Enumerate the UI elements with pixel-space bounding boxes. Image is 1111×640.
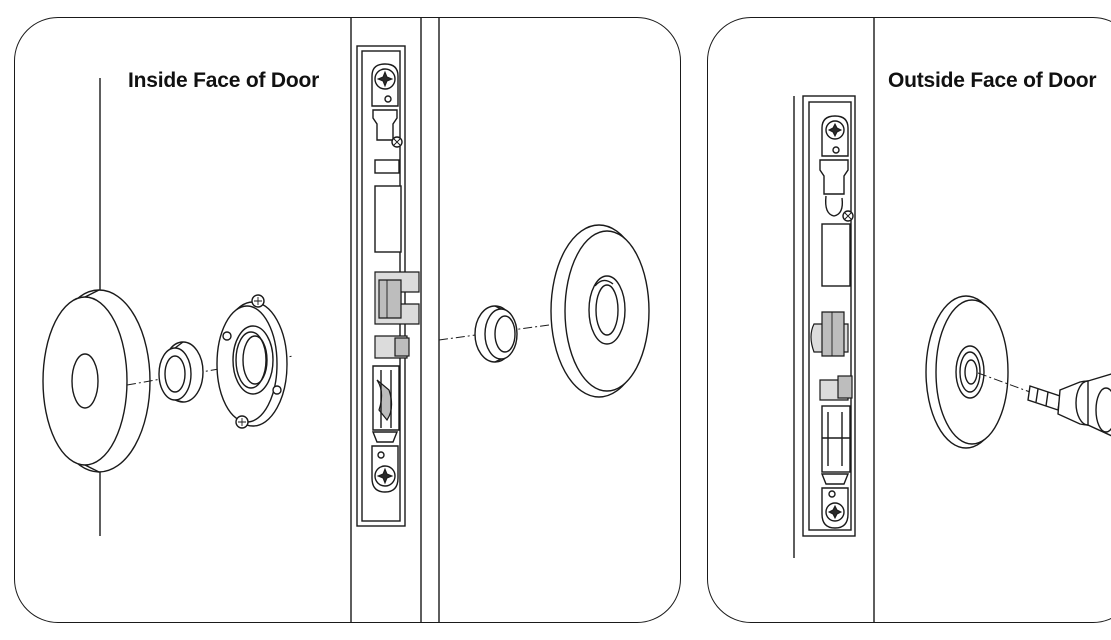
lock-faceplate-outside: [802, 95, 856, 537]
trim-ring-left: [42, 289, 151, 473]
bushing-right: [474, 305, 518, 363]
outside-face-panel: Outside Face of Door: [707, 17, 1111, 623]
spanner-tool: [1027, 373, 1111, 437]
inside-face-panel: Inside Face of Door: [14, 17, 681, 623]
bushing-left: [158, 341, 204, 403]
inside-face-illustration: [42, 18, 650, 622]
lock-faceplate: [356, 18, 422, 622]
outside-face-illustration: [793, 18, 1111, 622]
trim-ring-outside: [925, 295, 1009, 449]
mounting-plate: [216, 294, 288, 429]
outside-face-label: Outside Face of Door: [888, 69, 1097, 92]
alignment-axis-outside: [977, 372, 1031, 393]
inside-face-label: Inside Face of Door: [128, 69, 320, 92]
trim-ring-right: [550, 224, 650, 398]
